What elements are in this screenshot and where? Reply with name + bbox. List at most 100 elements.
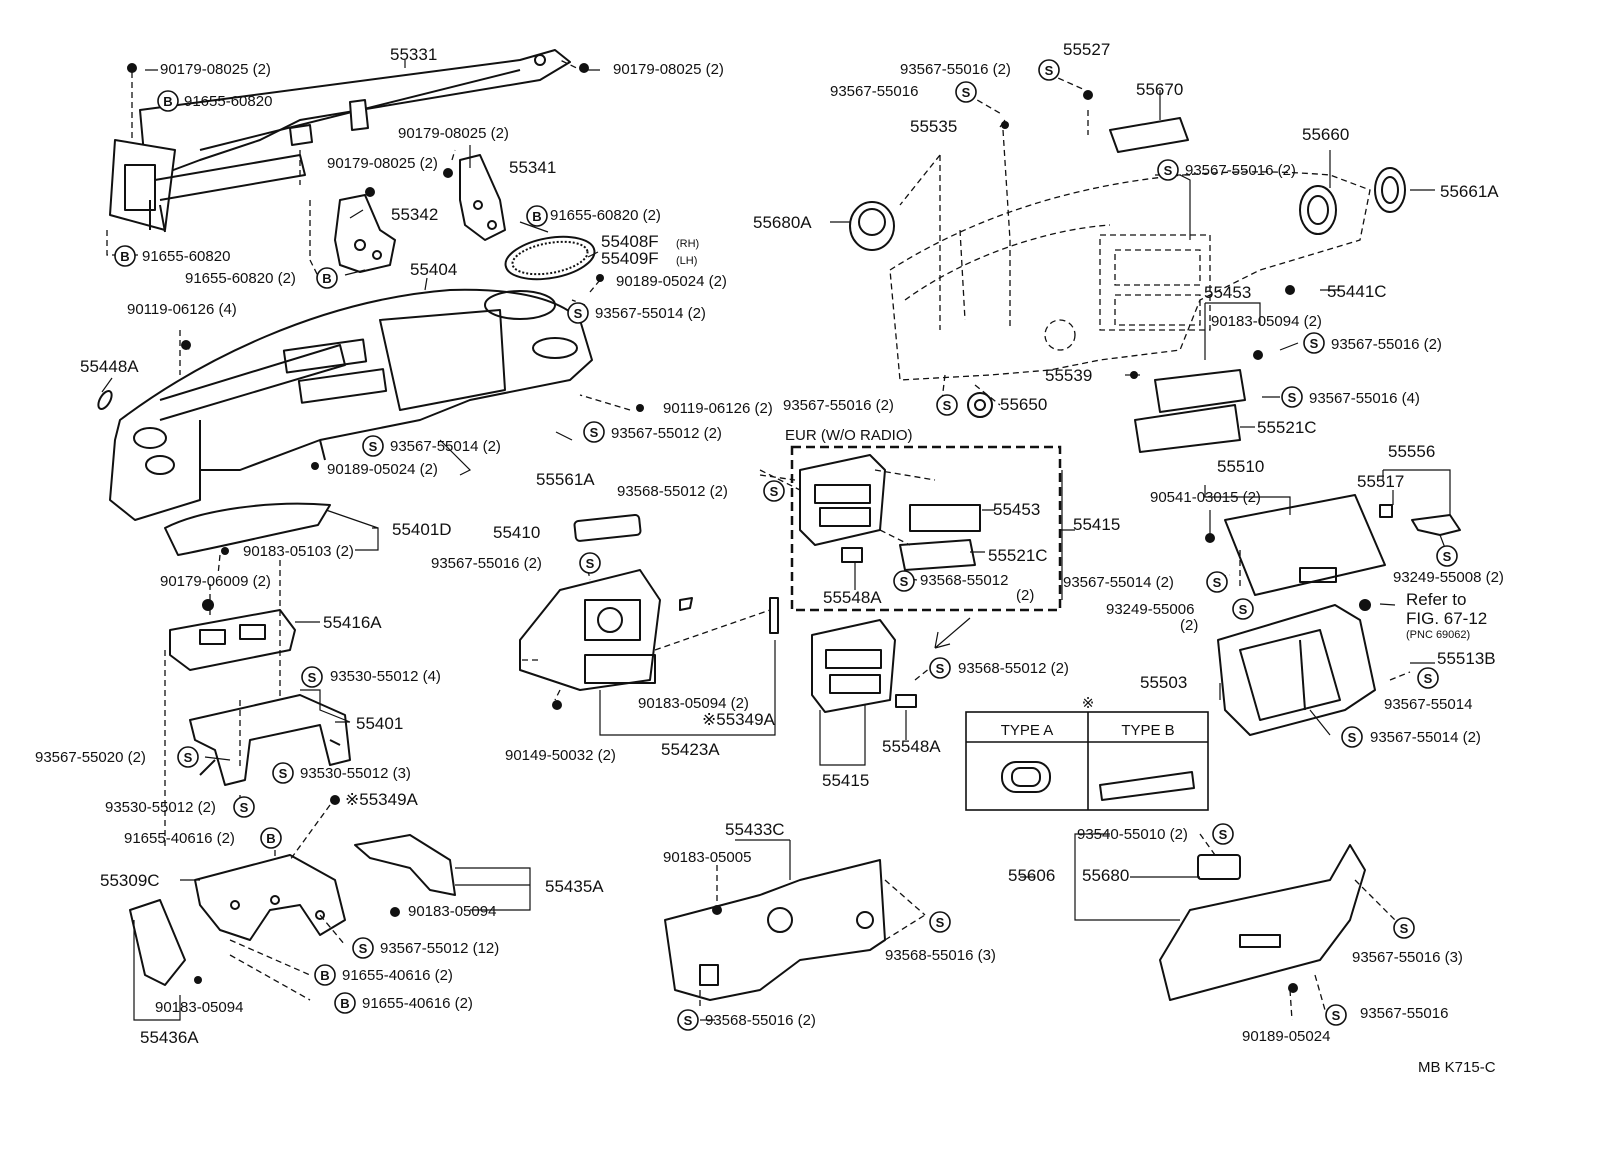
part-number: 93530-55012 (3) — [300, 765, 411, 782]
part-number: 90119-06126 (2) — [663, 400, 773, 417]
bracket-55435a-drawing — [354, 834, 456, 896]
svg-text:S: S — [1443, 549, 1452, 564]
part-number: 93567-55014 (2) — [1370, 729, 1481, 746]
svg-text:B: B — [266, 831, 275, 846]
part-number: 93530-55012 (4) — [330, 668, 441, 685]
s-symbol: S — [272, 762, 294, 784]
cover-55436a-drawing — [129, 899, 186, 986]
part-number: 93530-55012 (2) — [105, 799, 216, 816]
svg-text:S: S — [308, 670, 317, 685]
s-symbol: S — [1325, 1004, 1347, 1026]
refer-pnc: (PNC 69062) — [1406, 629, 1470, 641]
part-number: 90179-08025 (2) — [398, 125, 509, 142]
type-legend-table — [965, 711, 1209, 811]
svg-text:S: S — [590, 425, 599, 440]
refer-fig: FIG. 67-12 — [1406, 609, 1487, 628]
bracket-55309c-drawing — [194, 854, 346, 941]
b-symbol: B — [316, 267, 338, 289]
b-symbol: B — [260, 827, 282, 849]
svg-text:S: S — [1045, 63, 1054, 78]
part-number: 55408F — [601, 232, 659, 251]
s-symbol: S — [1341, 726, 1363, 748]
part-number: 93567-55014 — [1384, 696, 1472, 713]
b-symbol: B — [526, 205, 548, 227]
part-number: 90189-05024 (2) — [616, 273, 727, 290]
console-55423a-drawing — [519, 569, 779, 691]
svg-text:S: S — [184, 750, 193, 765]
part-number: 90183-05005 — [663, 849, 751, 866]
svg-text:S: S — [1219, 827, 1228, 842]
part-number: 55548A — [823, 588, 882, 607]
part-number: 55435A — [545, 877, 604, 896]
instrument-panel-55404-drawing — [109, 288, 593, 521]
part-number: 91655-60820 (2) — [185, 270, 296, 287]
pad-55410-drawing — [573, 514, 642, 542]
part-number: 55401D — [392, 520, 452, 539]
vent-55680a-drawing — [849, 201, 895, 251]
part-number: 55521C — [988, 546, 1048, 565]
bracket-55342-drawing — [334, 194, 396, 273]
part-number: 55650 — [1000, 395, 1047, 414]
part-number: 90189-05024 (2) — [327, 461, 438, 478]
s-symbol: S — [763, 480, 785, 502]
part-number: 90179-08025 (2) — [613, 61, 724, 78]
part-number: 93568-55012 — [920, 572, 1008, 589]
svg-text:S: S — [359, 941, 368, 956]
part-number: 55517 — [1357, 472, 1404, 491]
speaker-grille-drawing — [504, 235, 596, 281]
svg-text:S: S — [1424, 671, 1433, 686]
part-number: 91655-60820 (2) — [550, 207, 661, 224]
part-number: 55342 — [391, 205, 438, 224]
part-number: 55433C — [725, 820, 785, 839]
part-number: 55453 — [1204, 283, 1251, 302]
svg-text:S: S — [240, 800, 249, 815]
svg-text:S: S — [1348, 730, 1357, 745]
part-number: 90179-08025 (2) — [160, 61, 271, 78]
part-number: 91655-60820 — [184, 93, 272, 110]
b-symbol: B — [157, 90, 179, 112]
part-number: ※55349A — [702, 710, 776, 729]
part-number: 93567-55016 (2) — [1331, 336, 1442, 353]
part-number: 93567-55016 (2) — [431, 555, 542, 572]
part-number: 55309C — [100, 871, 160, 890]
part-number: 55410 — [493, 523, 540, 542]
clip-55650-drawing — [967, 392, 993, 418]
part-number: 93567-55016 (3) — [1352, 949, 1463, 966]
part-number: 93567-55014 (2) — [1063, 574, 1174, 591]
figure-code: MB K715-C — [1418, 1059, 1496, 1076]
part-number: 90183-05094 — [155, 999, 243, 1016]
bracket-55416a-drawing — [169, 609, 296, 671]
legend-type-a: TYPE A — [1001, 722, 1054, 739]
svg-text:S: S — [1332, 1008, 1341, 1023]
svg-text:S: S — [369, 439, 378, 454]
svg-text:S: S — [936, 915, 945, 930]
part-number: 93568-55016 (3) — [885, 947, 996, 964]
s-symbol: S — [301, 666, 323, 688]
svg-text:S: S — [279, 766, 288, 781]
cover-55433c-drawing — [664, 859, 886, 1001]
s-symbol: S — [1417, 667, 1439, 689]
part-number: 93567-55016 (2) — [900, 61, 1011, 78]
s-symbol: S — [1212, 823, 1234, 845]
part-number: 93567-55014 (2) — [390, 438, 501, 455]
ring-55661a-drawing — [1374, 167, 1406, 213]
bracket-55401-drawing — [189, 694, 351, 786]
part-number: 55503 — [1140, 673, 1187, 692]
svg-text:S: S — [1310, 336, 1319, 351]
eur-bezel-drawing — [799, 454, 981, 571]
part-number: 55436A — [140, 1028, 199, 1047]
svg-text:B: B — [322, 271, 331, 286]
svg-text:B: B — [340, 996, 349, 1011]
s-symbol: S — [955, 81, 977, 103]
part-number: 55415 — [822, 771, 869, 790]
part-number: 93249-55006 — [1106, 601, 1194, 618]
vent-55660-drawing — [1299, 185, 1337, 235]
s-symbol: S — [677, 1009, 699, 1031]
b-symbol: B — [114, 245, 136, 267]
svg-text:S: S — [770, 484, 779, 499]
part-number: 90119-06126 (4) — [127, 301, 237, 318]
part-number: 93567-55016 — [1360, 1005, 1448, 1022]
part-number: 55680A — [753, 213, 812, 232]
s-symbol: S — [1157, 159, 1179, 181]
part-number: 55535 — [910, 117, 957, 136]
